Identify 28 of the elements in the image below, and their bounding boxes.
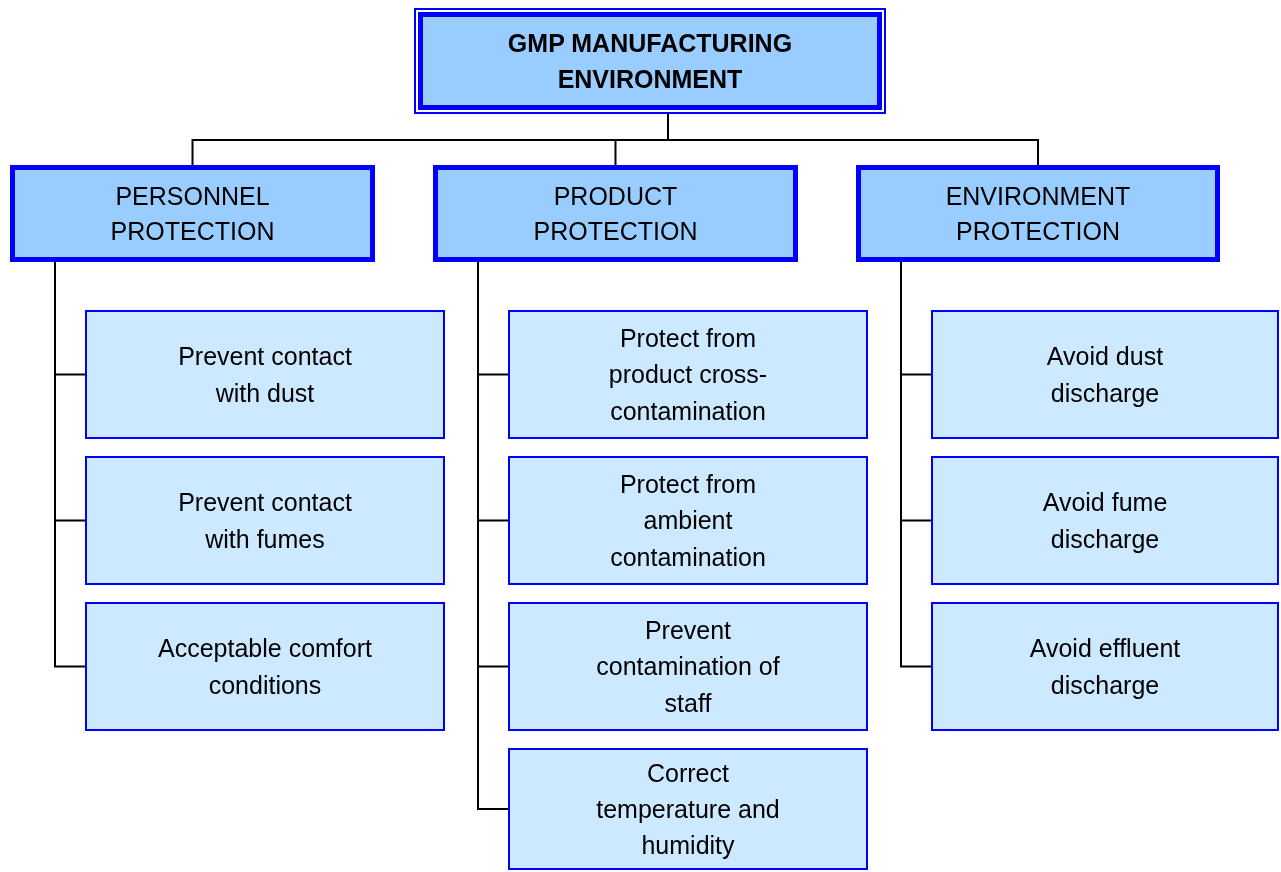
box-label: Prevent contact with fumes bbox=[177, 487, 353, 555]
box-label: Acceptable comfort conditions bbox=[157, 633, 373, 701]
process-box bbox=[85, 310, 445, 439]
box-label: PRODUCT PROTECTION bbox=[532, 180, 699, 247]
category-box bbox=[856, 165, 1220, 262]
box-label: Avoid dust discharge bbox=[1045, 341, 1165, 409]
box-label: Protect from product cross-contamination bbox=[607, 323, 769, 427]
process-box bbox=[85, 456, 445, 585]
process-box bbox=[508, 602, 868, 731]
box-label: Prevent contamination of staff bbox=[595, 615, 781, 719]
process-box bbox=[508, 310, 868, 439]
box-label: Avoid effluent discharge bbox=[1028, 633, 1182, 701]
category-box bbox=[10, 165, 375, 262]
process-box bbox=[85, 602, 445, 731]
process-box bbox=[931, 602, 1279, 731]
box-label: ENVIRONMENT PROTECTION bbox=[944, 180, 1132, 247]
process-box bbox=[508, 456, 868, 585]
box-label: Avoid fume discharge bbox=[1041, 487, 1169, 555]
box-label: PERSONNEL PROTECTION bbox=[109, 180, 276, 247]
connector-line bbox=[667, 113, 1039, 166]
category-box bbox=[433, 165, 798, 262]
box-label: GMP MANUFACTURING ENVIRONMENT bbox=[506, 27, 794, 95]
box-label: Protect from ambient contamination bbox=[609, 469, 767, 573]
box-label: Prevent contact with dust bbox=[177, 341, 353, 409]
box-label: Correct temperature and humidity bbox=[595, 757, 781, 862]
process-box bbox=[508, 748, 868, 870]
process-box bbox=[931, 310, 1279, 439]
process-box bbox=[931, 456, 1279, 585]
